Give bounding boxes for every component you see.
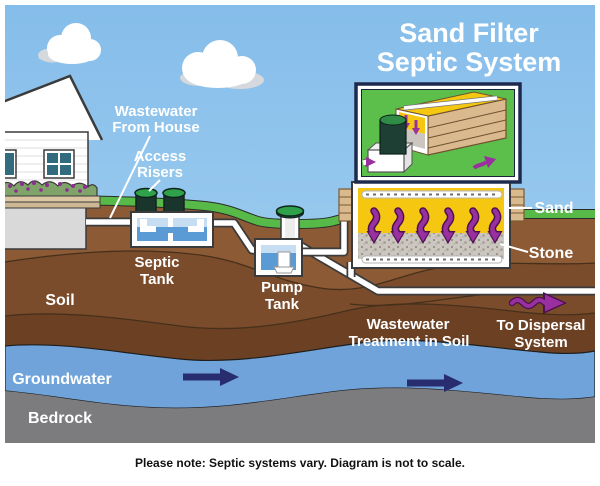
label-groundwater: Groundwater: [12, 371, 112, 388]
pump: [273, 251, 295, 274]
house: [5, 74, 104, 250]
groundwater-layer: [5, 339, 595, 409]
cloud-icon: [38, 23, 101, 64]
riser-cap: [134, 187, 158, 199]
label-bedrock: Bedrock: [28, 410, 92, 427]
label-sand: Sand: [534, 200, 573, 217]
septic-tank: [130, 187, 214, 248]
label-septic-tank: Septic: [134, 254, 179, 271]
leader-lines: [109, 135, 532, 253]
house-window: [5, 149, 17, 179]
diagram-title-line2: Septic System: [377, 47, 562, 77]
bush-flowers: [8, 181, 87, 193]
inset-flow-arrow-icon: [366, 156, 496, 170]
house-window: [43, 149, 75, 179]
inset-3d-view: [354, 82, 522, 184]
inset-riser: [379, 114, 407, 155]
label-access-risers: Access: [134, 148, 187, 165]
wood-frame: [338, 188, 525, 222]
cloud-icon: [180, 40, 264, 89]
house-foundation: [5, 206, 87, 250]
label-wastewater-from-house: Wastewater: [115, 103, 198, 120]
label-to-dispersal: System: [514, 334, 567, 351]
riser-cap: [275, 205, 305, 217]
dispersal-arrow-icon: [508, 292, 567, 314]
stone-layer: [358, 233, 504, 259]
label-septic-tank: Tank: [140, 271, 175, 288]
label-stone: Stone: [529, 245, 574, 262]
groundwater-flow-arrow-icon: [183, 368, 463, 392]
house-roof: [5, 74, 104, 141]
riser-cap: [162, 187, 186, 199]
sand-filter: [338, 181, 525, 269]
label-soil: Soil: [45, 292, 74, 309]
diagram-title-line1: Sand Filter: [399, 18, 539, 48]
footnote: Please note: Septic systems vary. Diagra…: [135, 456, 465, 470]
underdrain-pipe: [361, 255, 503, 264]
label-pump-tank: Pump: [261, 279, 303, 296]
porch-step: [5, 201, 101, 209]
porch-step: [5, 195, 101, 203]
pump-tank: [254, 205, 305, 277]
label-wastewater-treatment: Wastewater: [367, 316, 450, 333]
distribution-pipe: [361, 190, 503, 199]
label-pump-tank: Tank: [265, 296, 300, 313]
label-wastewater-treatment: Treatment in Soil: [349, 333, 470, 350]
label-wastewater-from-house: From House: [112, 119, 200, 136]
label-to-dispersal: To Dispersal: [497, 317, 586, 334]
bedrock-layer: [5, 388, 595, 443]
label-access-risers: Risers: [137, 164, 183, 181]
